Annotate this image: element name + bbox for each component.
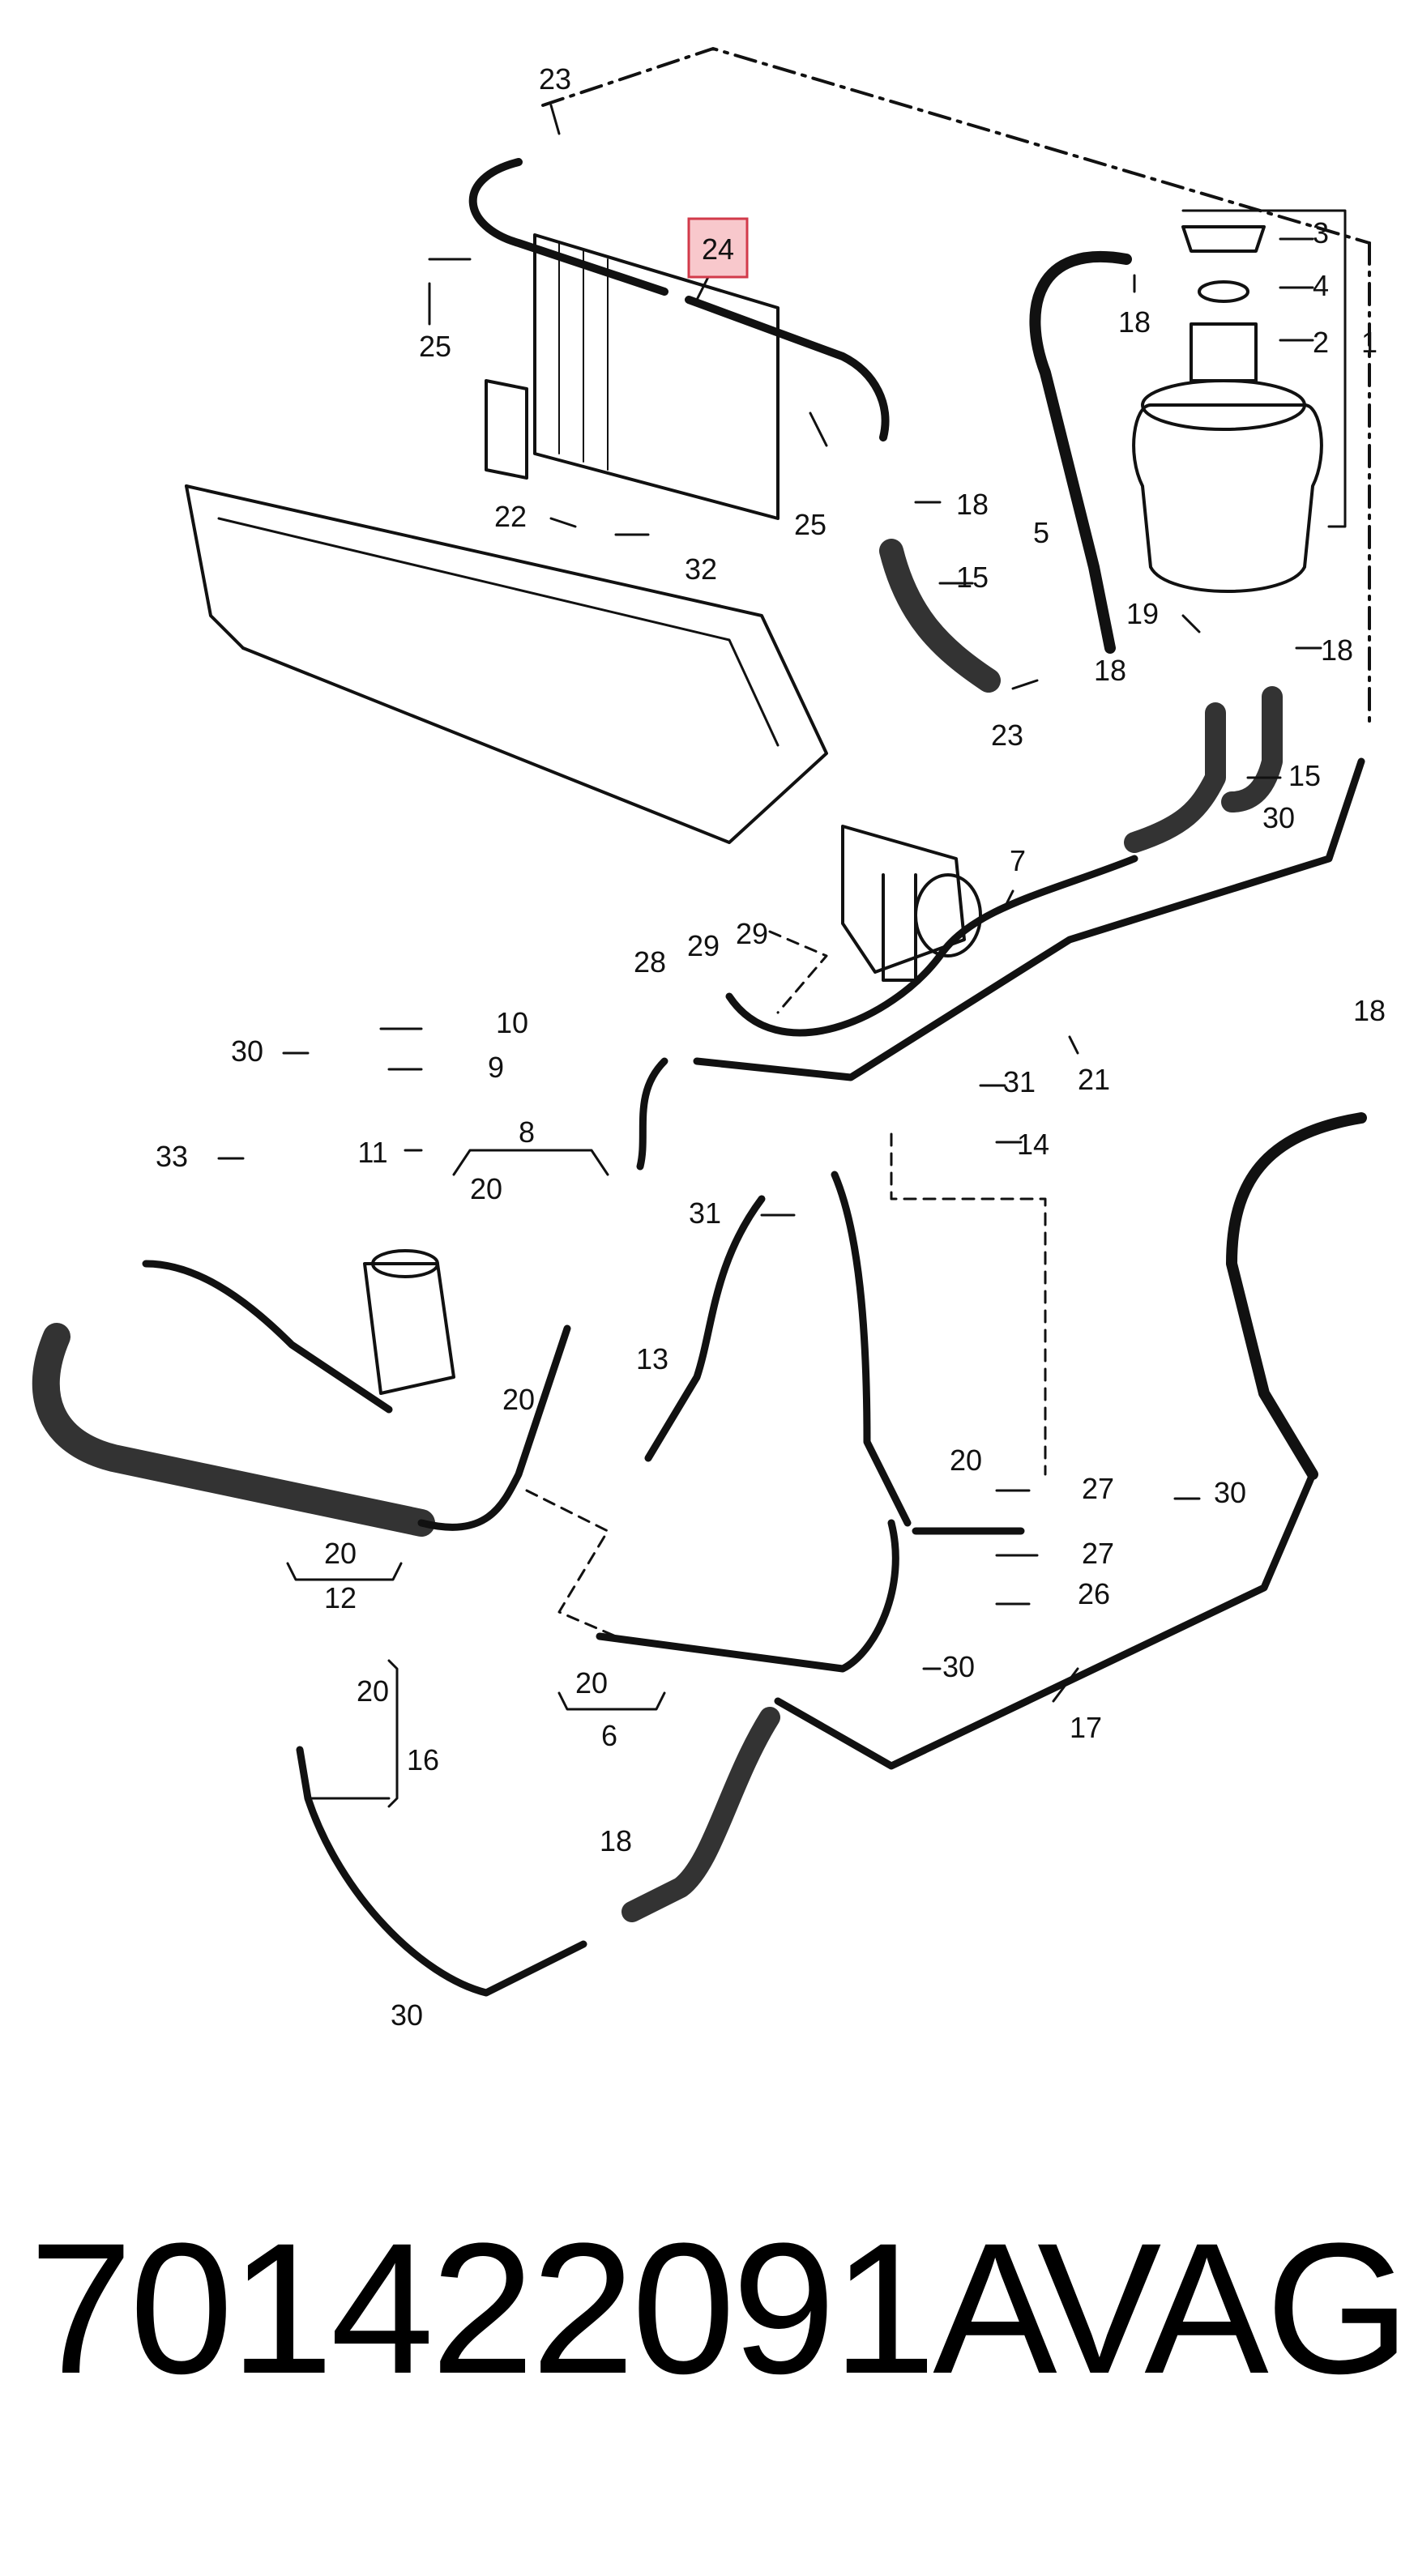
callout-20-e: 20 <box>575 1666 608 1700</box>
callout-16: 16 <box>407 1743 439 1776</box>
callout-18-right: 18 <box>1321 633 1353 667</box>
callout-22: 22 <box>494 500 527 533</box>
callout-20-d: 20 <box>950 1444 982 1477</box>
callout-33: 33 <box>156 1140 188 1173</box>
callout-32: 32 <box>685 552 717 586</box>
callout-27-lower: 27 <box>1082 1537 1114 1570</box>
callout-30-lower-mid: 30 <box>942 1650 975 1683</box>
callout-18-bottom: 18 <box>600 1824 632 1857</box>
part-footer: 701422091A VAG <box>0 2203 1401 2544</box>
callout-19: 19 <box>1126 597 1159 630</box>
brand-name: VAG <box>1037 2204 1401 2412</box>
callout-27-upper: 27 <box>1082 1472 1114 1505</box>
callout-24: 24 <box>702 232 734 266</box>
callout-17: 17 <box>1070 1711 1102 1744</box>
part-number: 701422091A <box>29 2204 1057 2412</box>
callout-6: 6 <box>601 1719 617 1752</box>
callout-10: 10 <box>496 1006 528 1039</box>
callout-25-right: 25 <box>794 508 827 541</box>
callout-30-bottom: 30 <box>391 1998 423 2032</box>
callout-29-right: 29 <box>736 917 768 950</box>
callout-18-top: 18 <box>1118 305 1151 339</box>
callout-15-upper: 15 <box>956 561 989 594</box>
callout-13: 13 <box>636 1342 668 1375</box>
callout-31-lower: 31 <box>689 1196 721 1230</box>
parts-diagram: 1 2 3 4 5 6 7 8 9 10 11 12 13 14 15 15 1… <box>32 47 1386 2032</box>
callout-23-fitting: 23 <box>991 719 1023 752</box>
callout-7: 7 <box>1010 844 1026 877</box>
callout-labels: 1 2 3 4 5 6 7 8 9 10 11 12 13 14 15 15 1… <box>156 62 1386 2032</box>
callout-8: 8 <box>519 1115 535 1149</box>
callout-3: 3 <box>1313 216 1329 249</box>
callout-31-upper: 31 <box>1003 1065 1036 1098</box>
callout-25-left: 25 <box>419 330 451 363</box>
callout-1: 1 <box>1361 326 1378 359</box>
callout-20-a: 20 <box>470 1172 502 1205</box>
callout-29-left: 29 <box>687 929 720 962</box>
callout-23-top: 23 <box>539 62 571 96</box>
callout-18-clamp: 18 <box>956 488 989 521</box>
callout-20-f: 20 <box>357 1674 389 1708</box>
callout-5: 5 <box>1033 516 1049 549</box>
callout-30-left: 30 <box>231 1034 263 1068</box>
callout-14: 14 <box>1017 1128 1049 1161</box>
callout-30-right: 30 <box>1214 1476 1246 1509</box>
callout-9: 9 <box>488 1051 504 1084</box>
callout-2: 2 <box>1313 326 1329 359</box>
callout-20-b: 20 <box>502 1383 535 1416</box>
callout-15-lower: 15 <box>1288 759 1321 792</box>
callout-11: 11 <box>357 1136 387 1169</box>
callout-21: 21 <box>1078 1063 1110 1096</box>
callout-12: 12 <box>324 1581 357 1614</box>
callout-18-mid: 18 <box>1094 654 1126 687</box>
callout-26: 26 <box>1078 1577 1110 1610</box>
highlight-box <box>687 217 749 279</box>
callout-30-pump: 30 <box>1262 801 1295 834</box>
callout-18-far-right: 18 <box>1353 994 1386 1027</box>
callout-28: 28 <box>634 945 666 979</box>
callout-4: 4 <box>1313 269 1329 302</box>
diagram-linework <box>32 47 1371 1997</box>
callout-20-c: 20 <box>324 1537 357 1570</box>
